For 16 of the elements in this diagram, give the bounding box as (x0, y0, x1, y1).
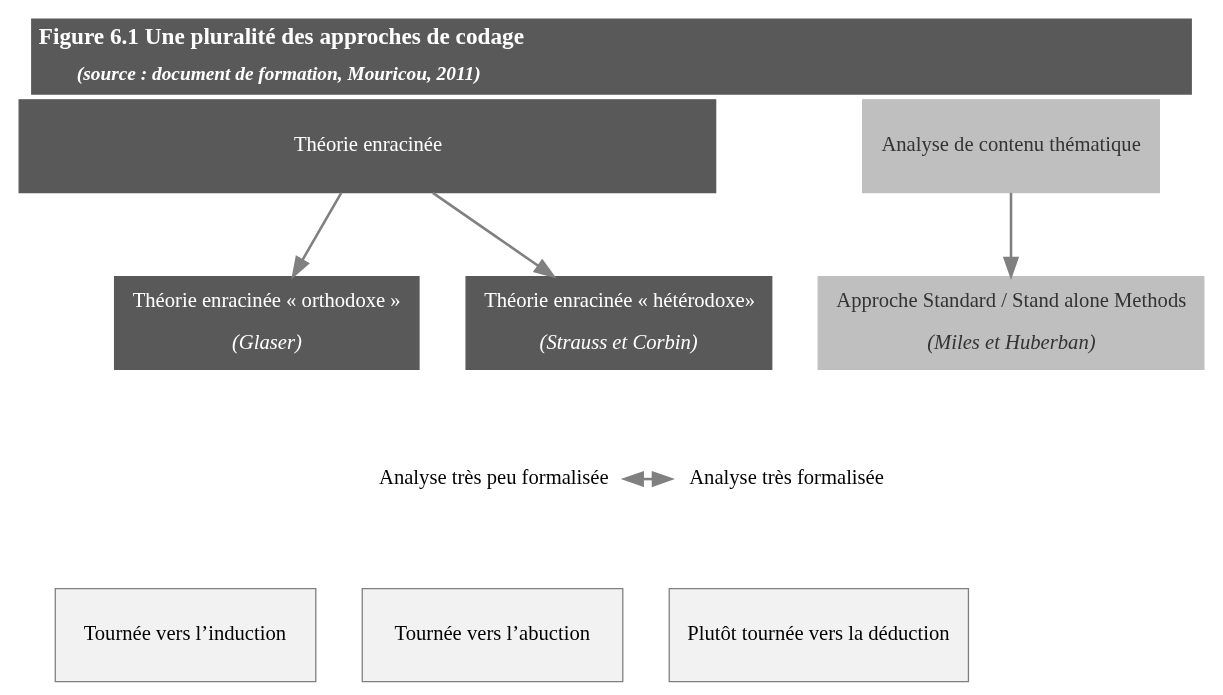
diagram-title: Figure 6.1 Une pluralité des approches de codage (38, 23, 524, 50)
node-box: Théorie enracinée (18, 99, 717, 194)
node-box: Théorie enracinée « orthodoxe » (Glaser) (113, 275, 420, 371)
arrow (291, 192, 343, 280)
arrow (432, 191, 557, 279)
caption: (source : document de formation, Mouricou, 2011) (76, 62, 481, 84)
node-box: Théorie enracinée « hétérodoxe» (Strauss et Corbin) (465, 275, 773, 371)
node-box: Tournée vers l’abuction (361, 588, 624, 683)
node-text: Analyse très formalisée (689, 465, 884, 488)
node-text: Analyse très peu formalisée (379, 465, 609, 488)
node-box: Plutôt tournée vers la déduction (668, 588, 970, 683)
node-box: Analyse de contenu thématique (862, 99, 1160, 194)
arrow (620, 470, 675, 488)
arrow (1002, 192, 1020, 280)
node-box: Tournée vers l’induction (54, 588, 317, 683)
node-box: Approche Standard / Stand alone Methods (Miles et Huberban) (817, 275, 1205, 371)
